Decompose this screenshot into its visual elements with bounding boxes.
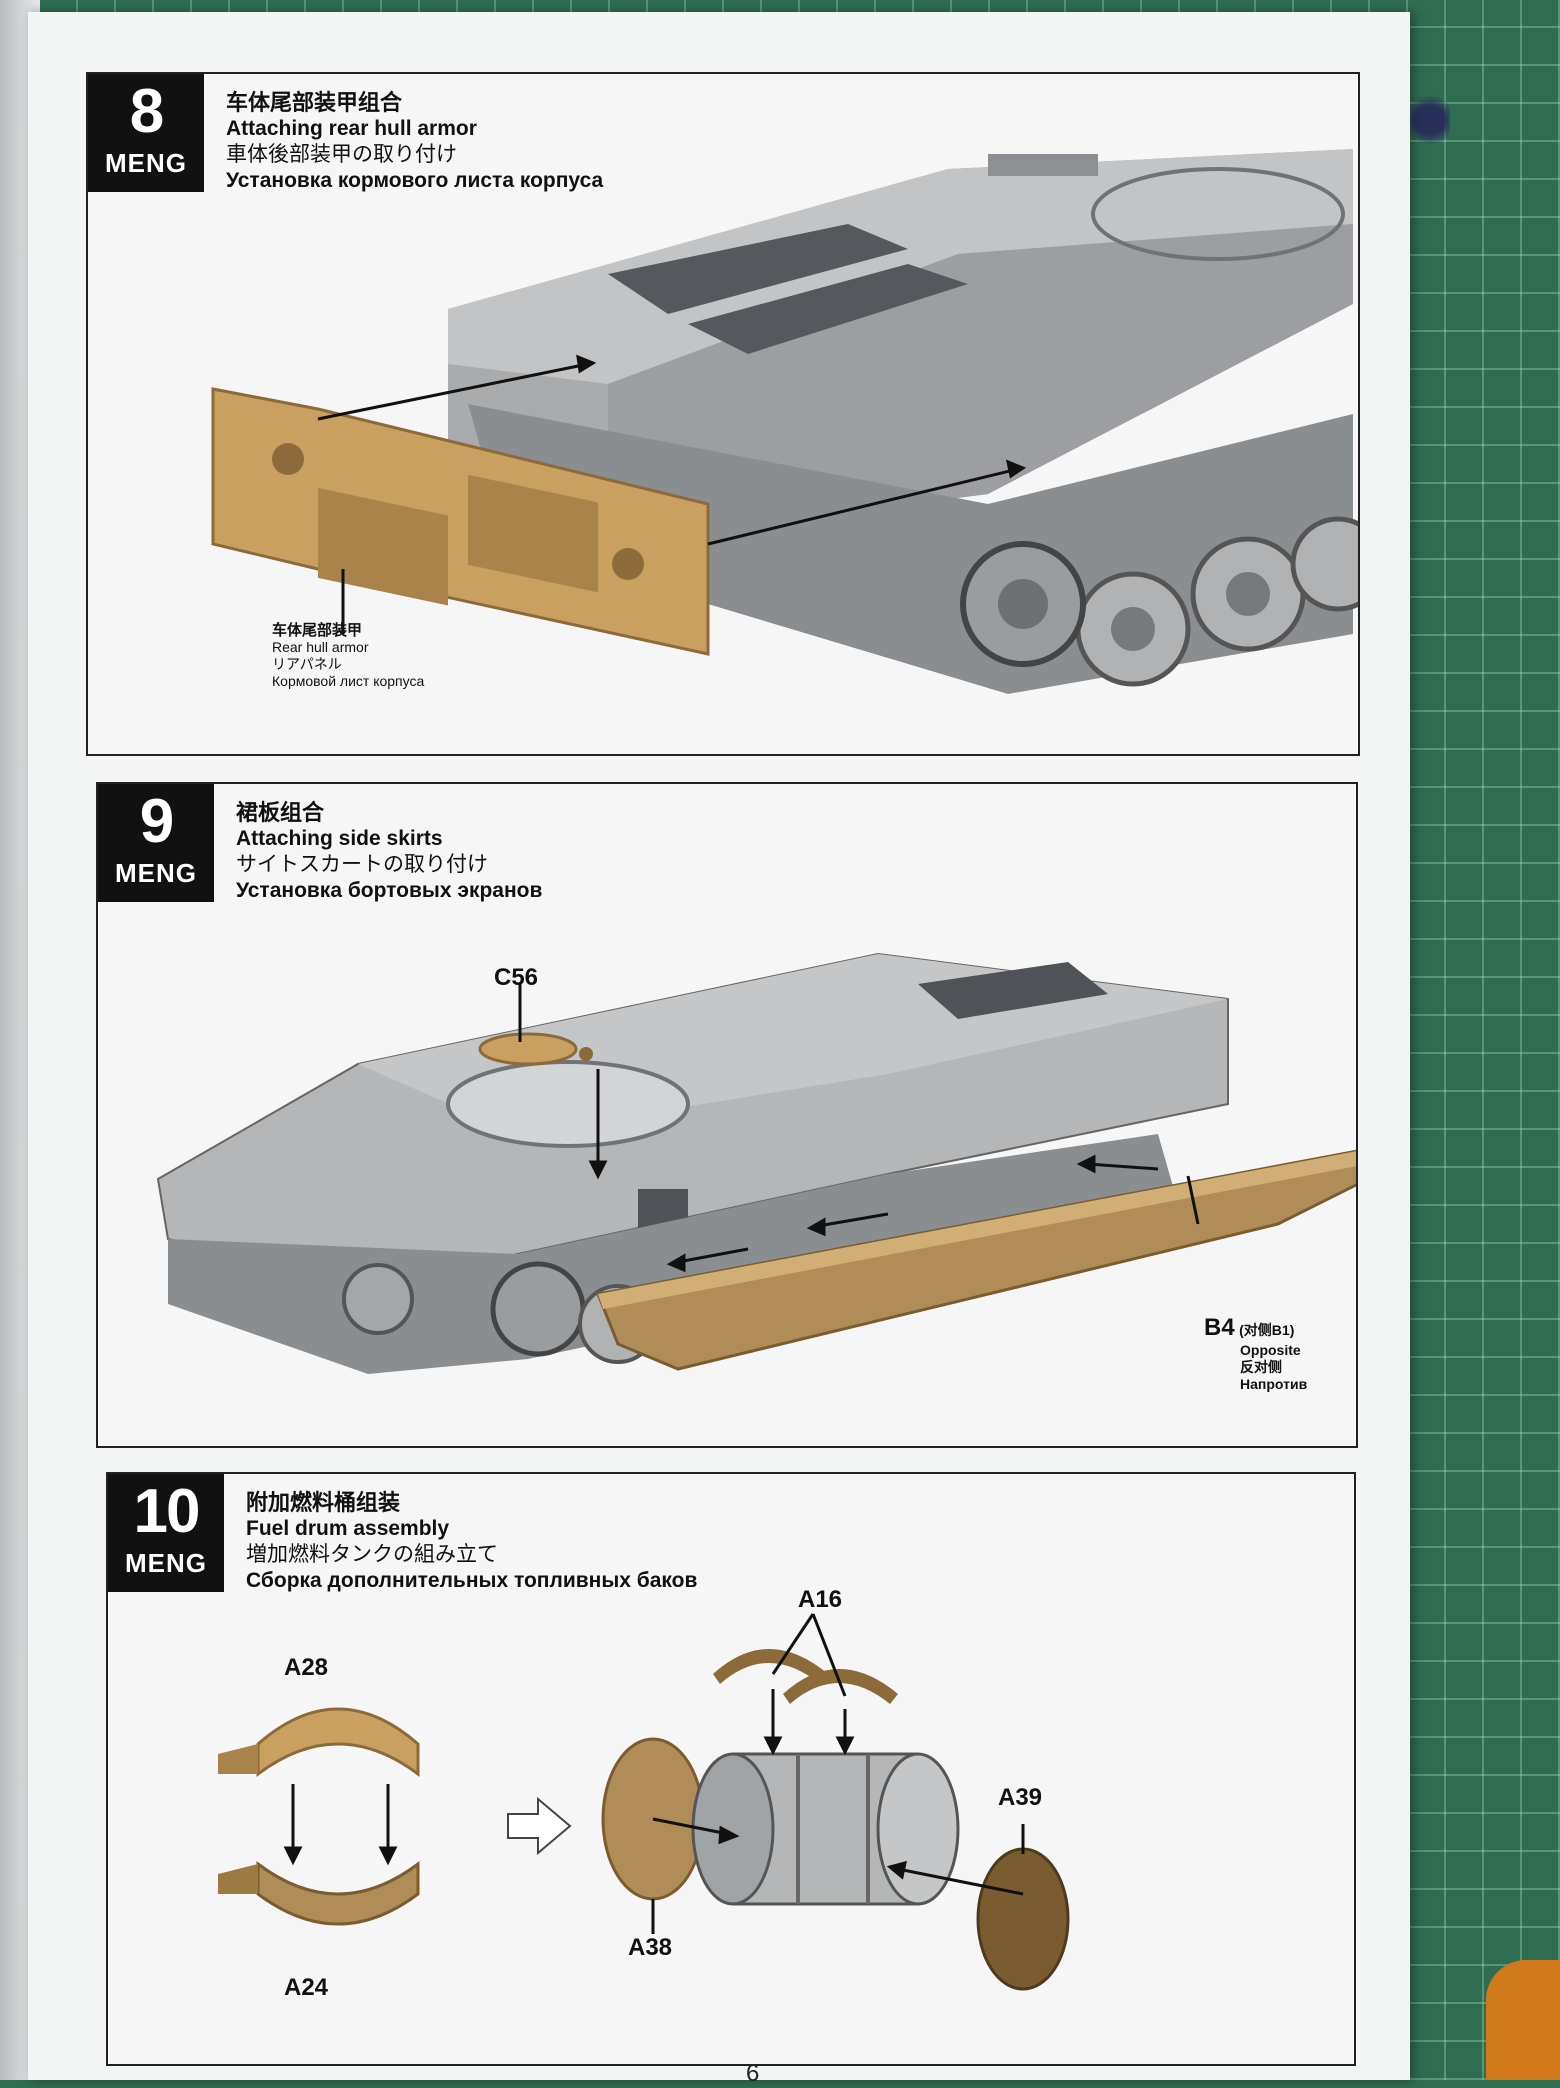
instruction-page: 8 MENG 车体尾部装甲组合 Attaching rear hull armo… <box>28 12 1410 2087</box>
page-number: 6 <box>746 2060 760 2087</box>
brand-logo: MENG <box>115 858 197 888</box>
side-skirt-b4-part <box>595 1149 1356 1371</box>
a24-label: A24 <box>284 1974 329 2001</box>
title-en: Fuel drum assembly <box>246 1517 450 1540</box>
skirt-label: B4 (对侧B1) Opposite 反对侧 Напротив <box>1204 1314 1307 1393</box>
step-8-badge: 8 MENG <box>88 74 204 192</box>
part-label-ja: リアパネル <box>272 656 342 672</box>
step-9-titles: 裙板组合 Attaching side skirts サイトスカートの取り付け … <box>236 800 542 904</box>
opposite-zh: 反对侧 <box>1240 1359 1282 1375</box>
part-label-en: Rear hull armor <box>272 639 369 655</box>
brand-logo: MENG <box>105 148 187 178</box>
title-zh: 附加燃料桶组装 <box>246 1490 401 1515</box>
drum-half-arrows <box>283 1784 398 1866</box>
opposite-en: Opposite <box>1240 1342 1301 1358</box>
assembly-arrows <box>317 354 1027 634</box>
a39-label: A39 <box>998 1784 1043 1811</box>
orange-tool-edge <box>1486 1960 1560 2080</box>
step-number: 10 <box>133 1477 201 1546</box>
skirt-opposite-note: (对侧B1) <box>1239 1322 1295 1338</box>
step-8-panel: 8 MENG 车体尾部装甲组合 Attaching rear hull armo… <box>86 72 1360 756</box>
opposite-ru: Напротив <box>1240 1376 1308 1392</box>
assembly-arrows <box>518 984 1200 1273</box>
strap-a16-parts <box>713 1649 898 1704</box>
next-stage-arrow <box>507 1796 572 1856</box>
paint-speck <box>1410 90 1450 150</box>
tank-hull <box>156 952 1229 1286</box>
title-ru: Установка бортовых экранов <box>236 879 543 902</box>
step-8-titles: 车体尾部装甲组合 Attaching rear hull armor 車体後部装… <box>226 90 603 194</box>
rear-hull-armor-part <box>211 387 710 656</box>
step-10-panel: 10 MENG 附加燃料桶组装 Fuel drum assembly 増加燃料タ… <box>106 1472 1356 2066</box>
step-9-illustration <box>156 952 1356 1374</box>
step-9-badge: 9 MENG <box>98 784 214 902</box>
step-10-titles: 附加燃料桶组装 Fuel drum assembly 増加燃料タンクの組み立て … <box>246 1490 697 1594</box>
rear-hull-armor-label: 车体尾部装甲 Rear hull armor リアパネル Кормовой ли… <box>272 622 424 690</box>
title-ru: Сборка дополнительных топливных баков <box>246 1569 698 1592</box>
fuel-drum-body <box>691 1752 960 1906</box>
step-number: 8 <box>129 77 164 146</box>
title-zh: 车体尾部装甲组合 <box>226 90 403 115</box>
title-en: Attaching side skirts <box>236 827 443 850</box>
brand-logo: MENG <box>125 1548 207 1578</box>
title-zh: 裙板组合 <box>236 800 325 825</box>
title-ru: Установка кормового листа корпуса <box>226 169 604 192</box>
step-10-badge: 10 MENG <box>108 1474 224 1592</box>
drum-assembly-arrows <box>651 1613 1025 1934</box>
skirt-part-id: B4 <box>1204 1314 1235 1341</box>
step-9-panel: 9 MENG 裙板组合 Attaching side skirts サイトスカー… <box>96 782 1358 1448</box>
part-label-zh: 车体尾部装甲 <box>272 622 363 639</box>
opposite-labels: Opposite 反对侧 Напротив <box>1240 1342 1307 1393</box>
title-ja: 車体後部装甲の取り付け <box>226 143 457 166</box>
a28-label: A28 <box>284 1654 329 1681</box>
step-number: 9 <box>139 787 174 856</box>
a38-label: A38 <box>628 1934 673 1961</box>
step-8-illustration <box>211 149 1358 694</box>
rear-cap-a39-part <box>976 1847 1070 1991</box>
drum-half-a24-part <box>218 1861 420 1926</box>
title-ja: サイトスカートの取り付け <box>236 853 488 876</box>
drum-half-a28-part <box>218 1707 420 1777</box>
title-ja: 増加燃料タンクの組み立て <box>246 1543 498 1566</box>
a16-label: A16 <box>798 1586 843 1613</box>
step-10-illustration <box>218 1613 1070 1991</box>
hatch-label: C56 <box>494 964 539 991</box>
track-and-road-wheels <box>468 404 1358 694</box>
part-label-ru: Кормовой лист корпуса <box>272 673 425 689</box>
hatch-c56-part <box>478 1032 593 1066</box>
title-en: Attaching rear hull armor <box>226 117 477 140</box>
